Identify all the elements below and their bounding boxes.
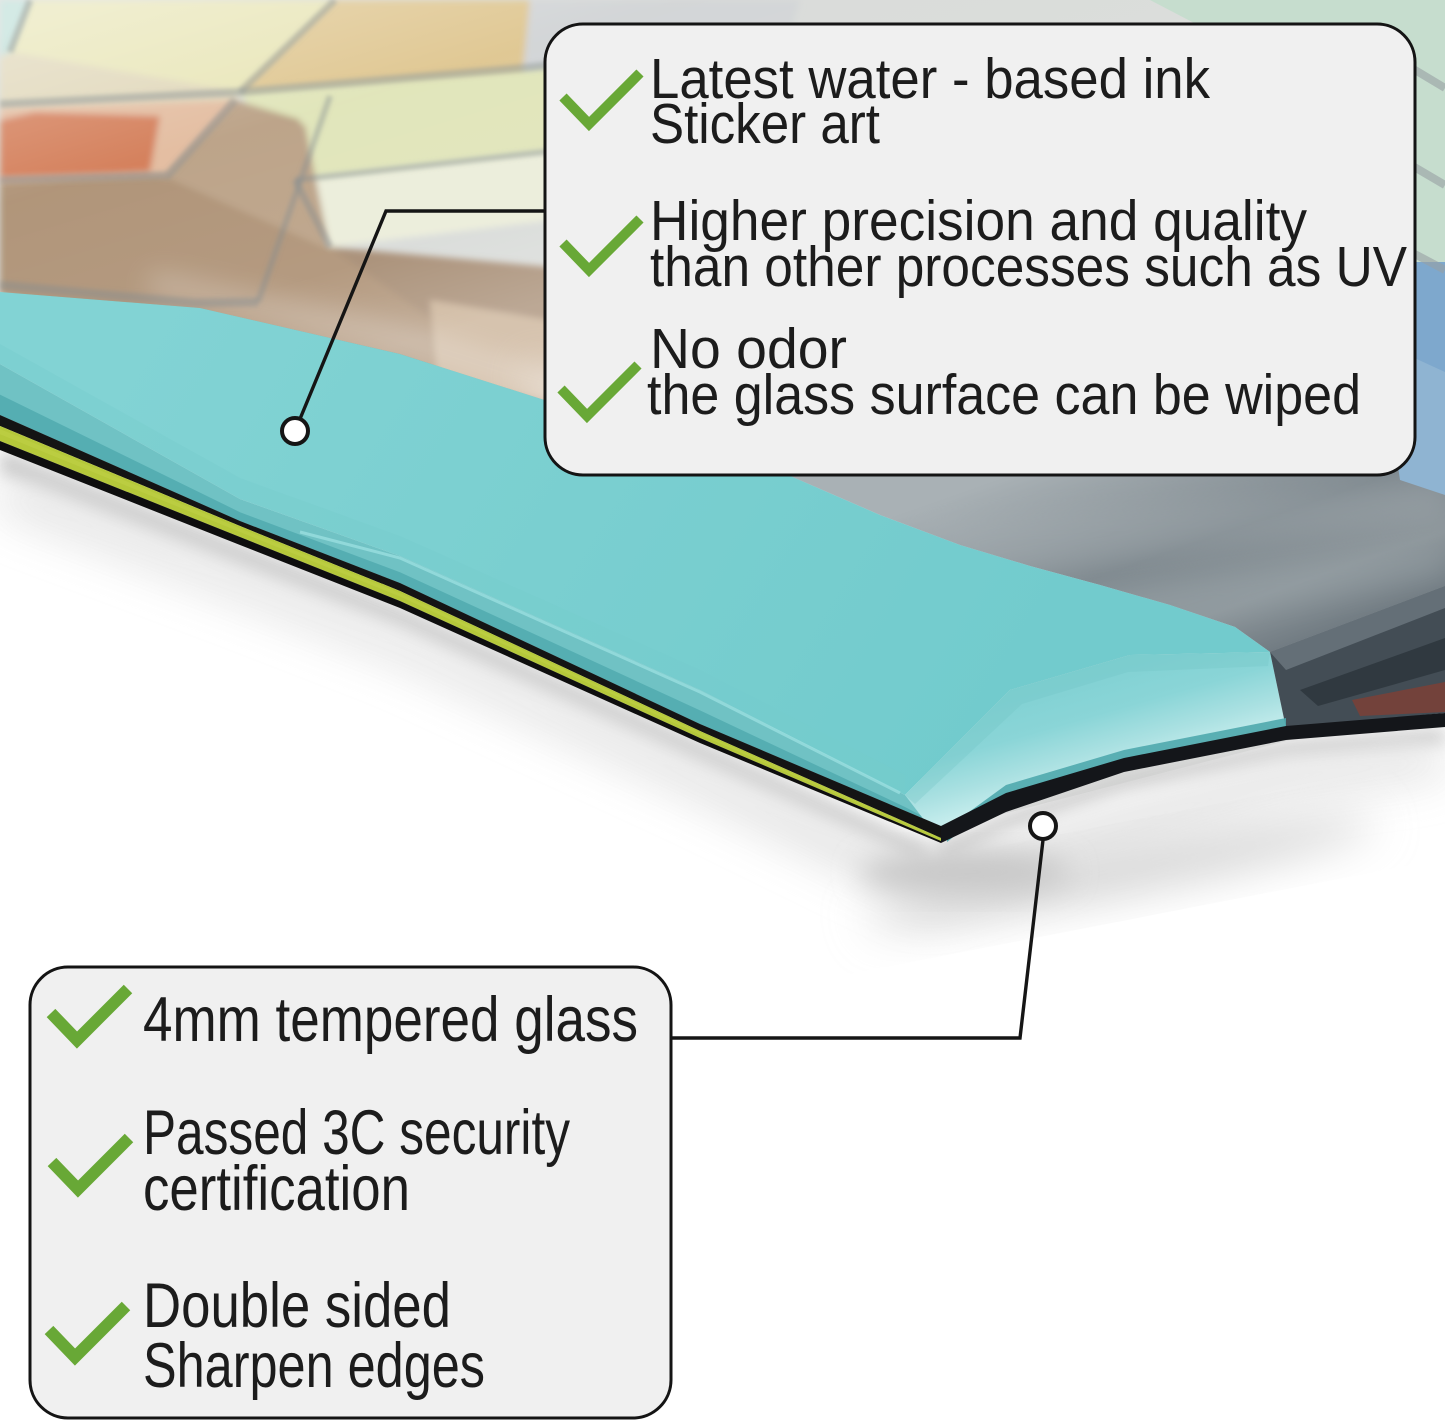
svg-text:the glass surface can be wiped: the glass surface can be wiped (647, 363, 1361, 427)
svg-text:4mm tempered glass: 4mm tempered glass (143, 985, 638, 1055)
svg-text:certification: certification (143, 1154, 410, 1224)
svg-text:Latest water - based ink: Latest water - based ink (650, 47, 1210, 111)
svg-text:Double sided: Double sided (143, 1271, 451, 1341)
svg-text:than other processes such as U: than other processes such as UV (650, 235, 1407, 299)
svg-text:Sharpen edges: Sharpen edges (143, 1331, 485, 1401)
svg-text:Sticker art: Sticker art (650, 92, 880, 156)
svg-text:No odor: No odor (650, 317, 847, 381)
svg-text:Higher precision and quality: Higher precision and quality (650, 189, 1307, 253)
svg-text:Passed 3C security: Passed 3C security (143, 1098, 570, 1168)
